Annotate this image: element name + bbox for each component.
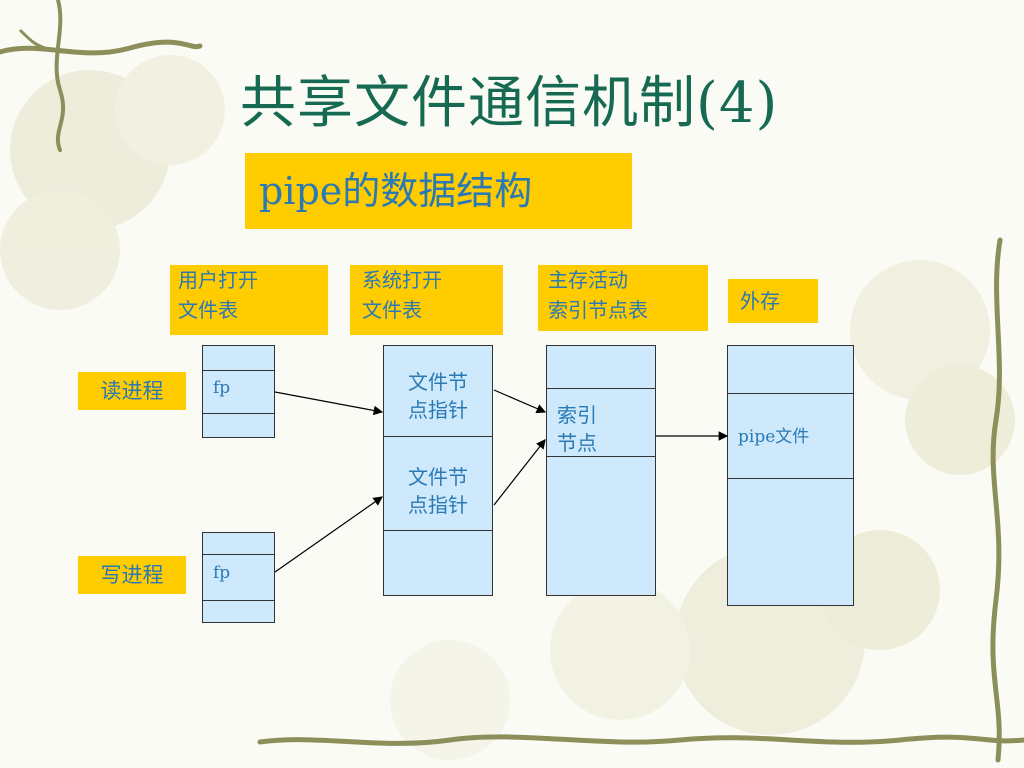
file-node-pointer-1: 文件节 点指针	[384, 368, 492, 424]
vine-decoration	[54, 0, 66, 152]
slide-title: 共享文件通信机制(4)	[240, 71, 779, 136]
table-row-divider	[547, 388, 655, 389]
table-row-divider	[384, 436, 492, 437]
table-row-divider	[203, 600, 274, 601]
label-line: 主存活动	[548, 268, 628, 292]
write-user-file-table: fp	[202, 532, 275, 623]
cell-line: 节点	[557, 431, 597, 455]
memory-inode-table: 索引 节点	[546, 345, 656, 596]
cell-line: 文件节	[408, 370, 468, 394]
inode-cell: 索引 节点	[557, 401, 597, 457]
user-open-file-table-label: 用户打开 文件表	[170, 265, 328, 335]
external-storage-label: 外存	[728, 279, 818, 323]
table-row-divider	[203, 413, 274, 414]
flower-blob	[0, 190, 120, 310]
flower-blob	[850, 260, 990, 400]
label-line: 文件表	[178, 298, 238, 322]
table-row-divider	[203, 370, 274, 371]
label-line: 文件表	[362, 298, 422, 322]
flower-blob	[115, 55, 225, 165]
vine-decoration	[18, 28, 46, 50]
cell-line: 点指针	[408, 398, 468, 422]
slide-subtitle: pipe的数据结构	[245, 153, 632, 229]
table-row-divider	[728, 393, 853, 394]
table-row-divider	[547, 456, 655, 457]
system-file-table: 文件节 点指针 文件节 点指针	[383, 345, 493, 596]
write-fp-cell: fp	[213, 563, 231, 583]
memory-inode-table-label: 主存活动 索引节点表	[538, 265, 708, 331]
label-line: 索引节点表	[548, 298, 648, 322]
cell-line: 索引	[557, 403, 597, 427]
external-storage-block: pipe文件	[727, 345, 854, 606]
flower-blob	[550, 580, 690, 720]
label-line: 系统打开	[362, 268, 442, 292]
cell-line: 文件节	[408, 465, 468, 489]
table-row-divider	[203, 554, 274, 555]
vine-decoration	[990, 237, 1003, 763]
write-process-label: 写进程	[78, 556, 186, 594]
vine-decoration	[257, 734, 1024, 746]
table-row-divider	[384, 530, 492, 531]
vine-decoration	[0, 39, 203, 56]
read-user-file-table: fp	[202, 345, 275, 438]
read-process-label: 读进程	[78, 372, 186, 410]
label-line: 用户打开	[178, 268, 258, 292]
table-row-divider	[728, 478, 853, 479]
cell-line: 点指针	[408, 493, 468, 517]
flower-blob	[390, 640, 510, 760]
read-fp-cell: fp	[213, 378, 231, 398]
pipe-file-cell: pipe文件	[738, 427, 810, 447]
file-node-pointer-2: 文件节 点指针	[384, 463, 492, 519]
flower-blob	[905, 365, 1015, 475]
system-open-file-table-label: 系统打开 文件表	[350, 265, 503, 335]
